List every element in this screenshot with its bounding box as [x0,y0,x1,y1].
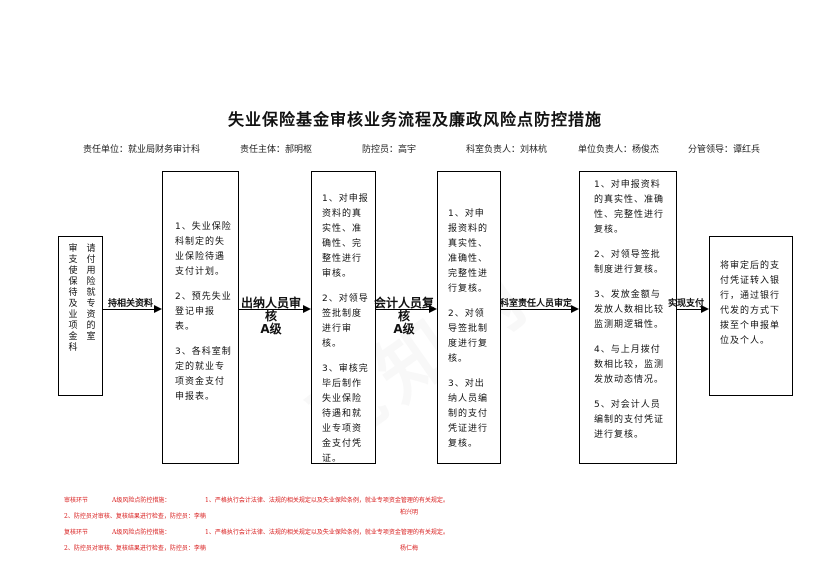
box4-item-3: 3、发放金额与发放人数相比较监测期逻辑性。 [594,290,665,330]
meta-unit: 责任单位：就业局财务审计科 [83,145,201,155]
arrow-head-4 [571,305,579,313]
box3-item-1: 1、对申报资料的真实性、准确性、完整性进行复核。 [448,209,489,294]
risk-measure-recheck: 1、严格执行会计法律、法规的相关规定以及失业保险条例，就业专项资金管理的有关规定… [205,529,449,536]
step-box-cashier-review: 1、对申报资料的真实性、准确性、完整性进行审核。 2、对领导签批制度进行审核。 … [311,171,376,464]
box4-item-4: 4、与上月拨付数相比较，监测发放动态情况。 [594,345,665,385]
connector-label-5: 实现支付 [668,299,705,309]
meta-controller: 防控员：高宇 [362,145,417,155]
source-col-2: 审支使保待及业项金科 [66,243,77,353]
box1-item-2: 2、预先失业登记申报表。 [175,292,232,332]
box3-item-3: 3、对出纳人员编制的支付凭证进行复核。 [448,379,489,449]
arrow-head-5 [701,305,709,313]
box2-item-3: 3、审核完毕后制作失业保险待遇和就业专项资金支付凭证。 [322,364,369,464]
connector-label-3: 会计人员复核 A级 [374,297,434,336]
step-box-accountant-recheck: 1、对申报资料的真实性、准确性、完整性进行复核。 2、对领导签批制度进行复核。 … [437,171,501,464]
step-box-payment: 将审定后的支付凭证转入银行，通过银行代发的方式下拨至个申报单位及个人。 [709,236,793,396]
connector-label-2-line1: 出纳人员审核 [240,296,301,323]
risk-name-recheck: 杨仁梅 [400,545,419,552]
connector-label-2-line2: A级 [260,322,282,336]
arrow-head-2 [303,305,311,313]
arrow-head-1 [154,305,162,313]
connector-label-2: 出纳人员审核 A级 [238,297,304,336]
page-title: 失业保险基金审核业务流程及廉政风险点防控措施 [227,110,602,129]
meta-section-head: 科室负责人：刘林杭 [466,145,548,155]
risk-name-review: 柏兴明 [400,509,419,516]
risk-stage-review: 审核环节 [64,497,89,504]
risk-stage-recheck: 复核环节 [64,529,89,536]
connector-line-3 [376,309,430,310]
box4-item-1: 1、对申报资料的真实性、准确性、完整性进行复核。 [594,180,665,235]
connector-label-4: 科室责任人员审定 [500,299,573,309]
box2-item-2: 2、对领导签批制度进行审核。 [322,294,369,349]
meta-leader: 分管领导：谭红兵 [688,145,761,155]
risk-level-recheck: A级风险点防控措施： [112,529,171,536]
connector-label-3-line2: A级 [393,322,415,336]
connector-label-3-line1: 会计人员复核 [374,296,435,323]
step-box-application: 1、失业保险科制定的失业保险待遇支付计划。 2、预先失业登记申报表。 3、各科室… [162,171,239,464]
risk-check-recheck: 2、防控员对审核、复核结果进行检查，防控员：李楠 [64,545,206,552]
box1-item-1: 1、失业保险科制定的失业保险待遇支付计划。 [175,222,232,277]
connector-line-4 [501,309,572,310]
box4-item-2: 2、对领导签批制度进行复核。 [594,250,665,275]
box3-item-2: 2、对领导签批制度进行复核。 [448,309,489,364]
step-box-section-approval: 1、对申报资料的真实性、准确性、完整性进行复核。 2、对领导签批制度进行复核。 … [579,171,677,464]
box4-item-5: 5、对会计人员编制的支付凭证进行复核。 [594,400,665,440]
source-col-1: 请付用险就专资的室 [84,243,95,342]
risk-level-review: A级风险点防控措施： [112,497,171,504]
connector-line-2 [239,309,304,310]
risk-measure-review: 1、严格执行会计法律、法规的相关规定以及失业保险条例，就业专项资金管理的有关规定… [205,497,449,504]
arrow-head-3 [429,305,437,313]
box2-item-1: 1、对申报资料的真实性、准确性、完整性进行审核。 [322,194,369,279]
meta-unit-head: 单位负责人：杨俊杰 [578,145,660,155]
connector-line-1 [103,309,155,310]
box1-item-3: 3、各科室制定的就业专项资金支付申报表。 [175,347,232,402]
source-box: 请付用险就专资的室 审支使保待及业项金科 [58,236,103,396]
connector-label-1: 持相关资料 [108,299,154,309]
risk-check-review: 2、防控员对审核、复核结果进行检查，防控员：李楠 [64,513,206,520]
connector-line-5 [677,309,702,310]
box5-text: 将审定后的支付凭证转入银行，通过银行代发的方式下拨至个申报单位及个人。 [720,261,781,346]
meta-subject: 责任主体：郝明枢 [240,145,313,155]
